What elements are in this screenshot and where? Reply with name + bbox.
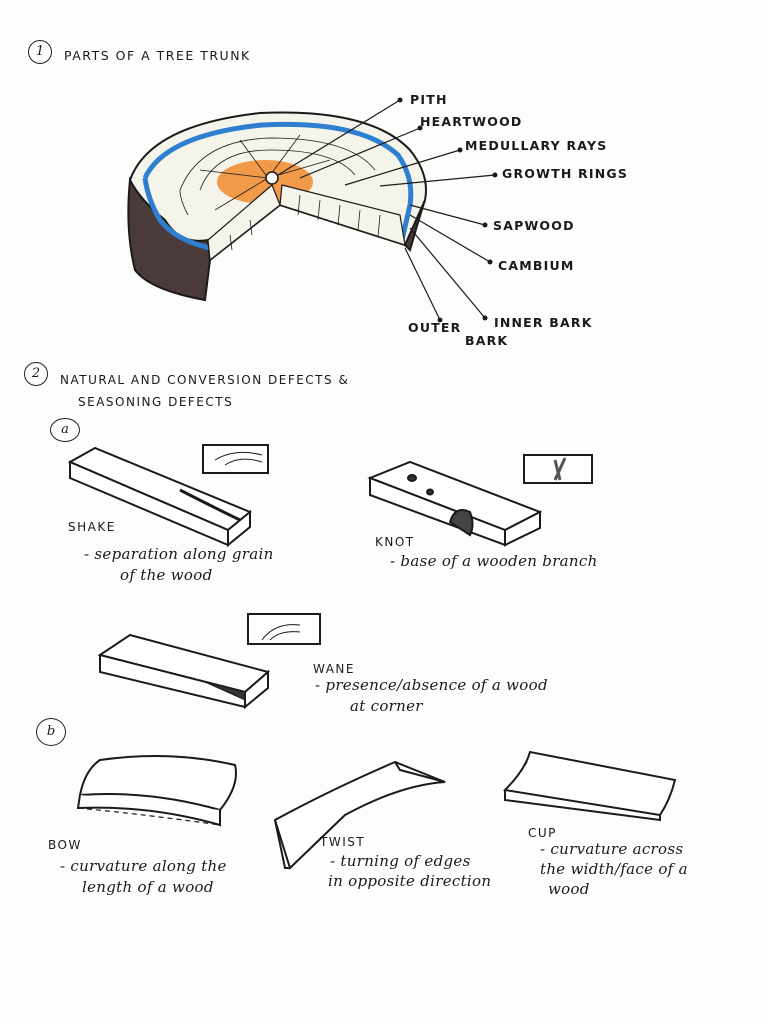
bow-desc-1: - curvature along the: [60, 857, 227, 875]
label-pith: PITH: [410, 92, 448, 107]
label-cambium: CAMBIUM: [498, 258, 575, 273]
section-2-number: 2: [24, 362, 48, 386]
wane-desc-1: - presence/absence of a wood: [315, 676, 548, 694]
bow-desc-2: length of a wood: [82, 878, 214, 896]
cambium-ring-front: [142, 177, 211, 251]
section-2-title-line2: SEASONING DEFECTS: [78, 395, 234, 409]
twist-illustration: [273, 760, 446, 870]
label-growth-rings: GROWTH RINGS: [502, 166, 629, 181]
label-inner-bark: INNER BARK: [494, 315, 593, 330]
bow-name: BOW: [48, 838, 82, 852]
wane-desc-2: at corner: [350, 697, 423, 715]
wane-end-grain: [247, 613, 321, 645]
label-sapwood: SAPWOOD: [493, 218, 575, 233]
cup-desc-2: the width/face of a: [540, 860, 688, 878]
shake-name: SHAKE: [68, 520, 116, 534]
shake-desc-1: - separation along grain: [84, 545, 274, 563]
shake-desc-2: of the wood: [120, 566, 213, 584]
section-2-title-line1: NATURAL AND CONVERSION DEFECTS &: [60, 373, 350, 387]
cut-face-left: [207, 183, 281, 262]
cut-face-right: [279, 184, 406, 246]
knot-desc-1: - base of a wooden branch: [390, 552, 598, 570]
wane-name: WANE: [313, 662, 355, 676]
shake-illustration: [67, 444, 269, 548]
cup-desc-1: - curvature across: [540, 840, 684, 858]
knot-name: KNOT: [375, 535, 415, 549]
twist-desc-1: - turning of edges: [330, 852, 471, 870]
wane-illustration: [97, 613, 321, 710]
tree-trunk-illustration: [127, 97, 498, 323]
label-medullary-rays: MEDULLARY RAYS: [465, 138, 608, 153]
label-outer-bark-1: OUTER: [408, 320, 462, 335]
pith-center: [265, 171, 279, 185]
cup-name: CUP: [528, 826, 557, 840]
part-a-marker: a: [50, 418, 80, 442]
part-b-marker: b: [36, 718, 66, 746]
bow-illustration: [76, 755, 237, 827]
twist-desc-2: in opposite direction: [328, 872, 492, 890]
shake-end-grain: [202, 444, 269, 474]
cambium-ring: [142, 121, 414, 206]
cup-desc-3: wood: [548, 880, 590, 898]
label-heartwood: HEARTWOOD: [420, 114, 523, 129]
section-1-number: 1: [28, 40, 52, 64]
knot-illustration: [367, 454, 593, 547]
section-1-title: PARTS OF A TREE TRUNK: [64, 48, 251, 63]
cup-illustration: [502, 750, 677, 822]
twist-name: TWIST: [320, 835, 366, 849]
label-outer-bark-2: BARK: [465, 333, 509, 348]
